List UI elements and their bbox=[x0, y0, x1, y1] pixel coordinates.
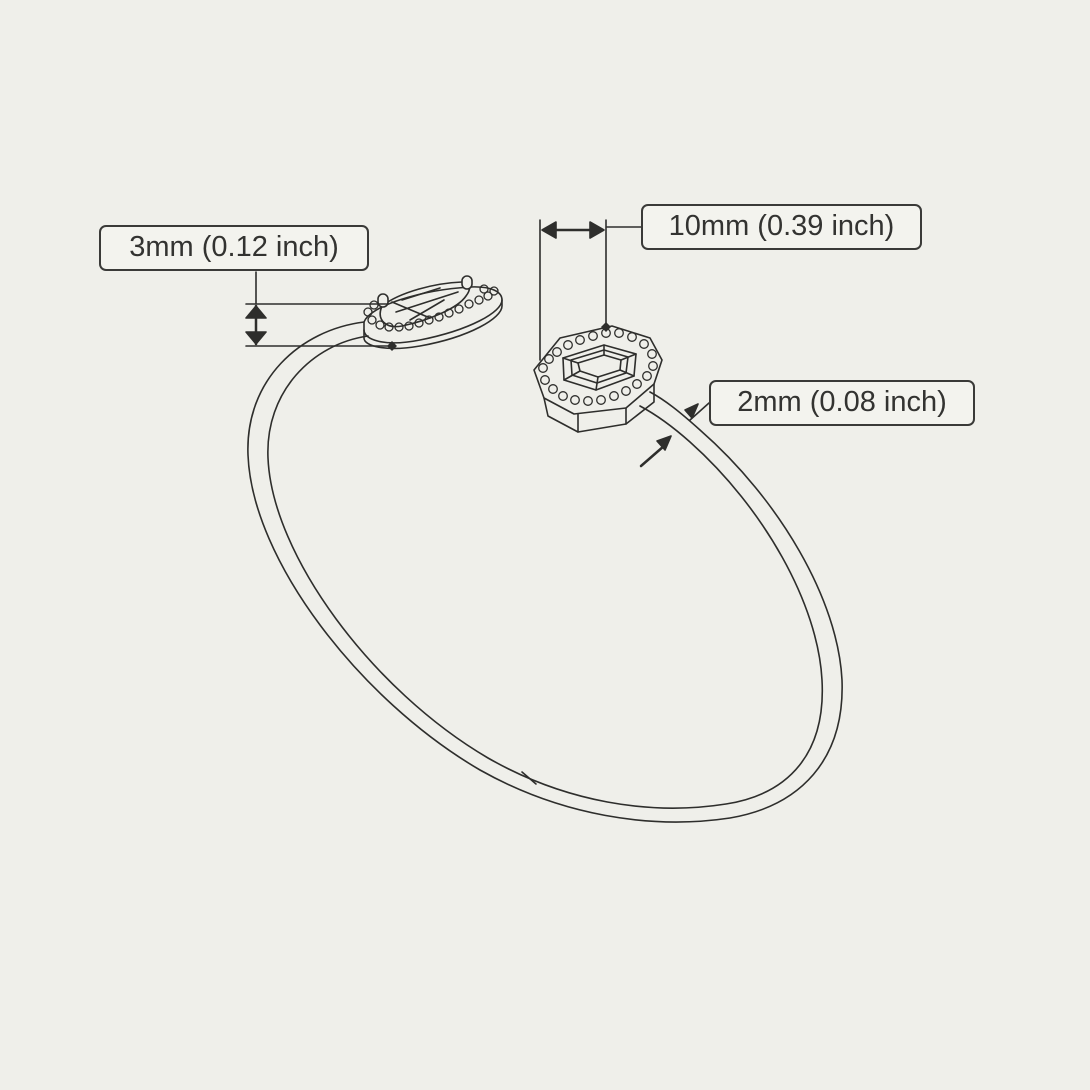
height-dimension bbox=[245, 271, 397, 351]
band-seam bbox=[521, 771, 537, 785]
head-height-label: 3mm (0.12 inch) bbox=[99, 225, 369, 271]
pear-halo-stones bbox=[363, 284, 499, 332]
head-width-label: 10mm (0.39 inch) bbox=[641, 204, 922, 250]
bangle-band bbox=[247, 321, 843, 823]
band-width-dimension bbox=[639, 402, 710, 468]
emerald-halo-head bbox=[533, 325, 663, 433]
emerald-halo-stones bbox=[538, 328, 658, 406]
width-dimension bbox=[539, 219, 642, 361]
band-width-label: 2mm (0.08 inch) bbox=[709, 380, 975, 426]
pear-halo-head bbox=[363, 275, 503, 350]
